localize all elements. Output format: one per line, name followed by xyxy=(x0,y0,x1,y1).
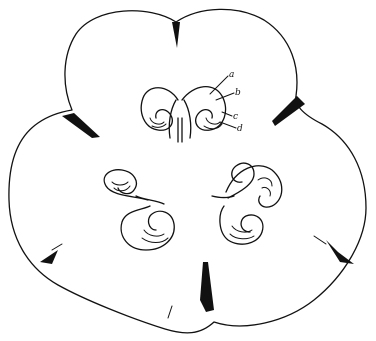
tick-mark-right xyxy=(314,236,326,244)
label-c: c xyxy=(233,112,238,122)
tick-mark-bottom-left xyxy=(168,306,172,318)
left-lower-ovule-inner xyxy=(142,230,168,243)
tick-mark-left xyxy=(52,244,62,250)
right-placenta-group xyxy=(212,163,282,244)
label-a: a xyxy=(229,70,234,80)
right-strand xyxy=(212,196,234,198)
top-placenta-group xyxy=(141,87,225,142)
leader-line-c xyxy=(222,112,232,116)
left-placenta-group xyxy=(104,170,174,250)
septum-wedge-upper-right xyxy=(272,96,305,126)
septum-wedge-top xyxy=(172,22,180,48)
left-upper-ovule xyxy=(104,170,148,200)
left-upper-ovule-inner xyxy=(112,182,130,191)
left-strand xyxy=(136,196,164,204)
label-b: b xyxy=(235,88,241,98)
leader-line-d xyxy=(220,122,236,128)
septum-wedge-upper-left xyxy=(62,113,100,138)
outer-outline xyxy=(9,9,366,333)
right-outer-ovule-inner xyxy=(258,178,272,196)
left-lower-ovule xyxy=(121,206,174,250)
septum-wedge-bottom xyxy=(200,262,214,312)
top-right-ovule-inner xyxy=(204,118,222,129)
label-d: d xyxy=(237,124,243,134)
leader-line-b xyxy=(216,93,234,100)
septum-wedge-left xyxy=(40,250,58,264)
top-left-ovule-inner xyxy=(150,118,166,127)
top-right-ovule xyxy=(182,87,226,131)
